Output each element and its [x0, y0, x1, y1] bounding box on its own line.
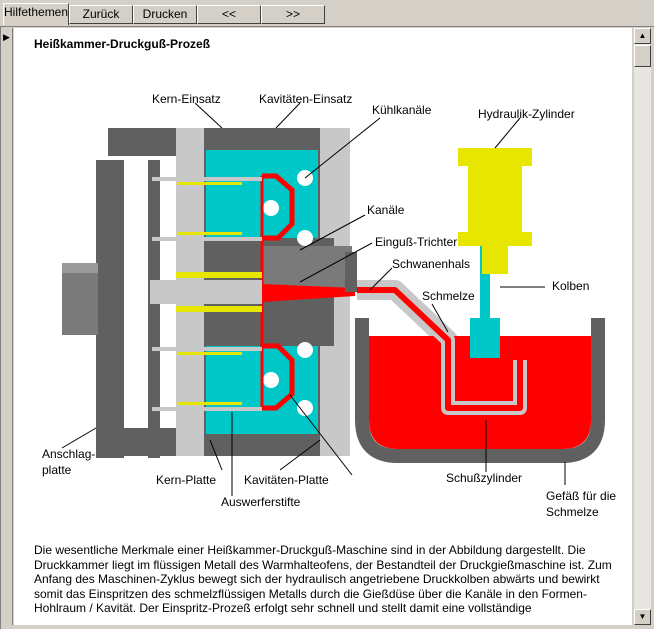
hydraulic-cylinder [458, 148, 532, 274]
molten-metal [369, 336, 591, 449]
stop-plate [96, 160, 124, 458]
vertical-scrollbar[interactable]: ▲ ▼ [634, 28, 651, 625]
label-anschlagplatte-2: platte [42, 463, 72, 477]
die-casting-diagram: Kern-Einsatz Kavitäten-Einsatz Kühlkanäl… [42, 92, 616, 519]
label-schmelze: Schmelze [422, 289, 475, 303]
plunger-head [470, 318, 500, 358]
page-title: Heißkammer-Druckguß-Prozeß [34, 37, 211, 51]
label-kavitaeten-platte: Kavitäten-Platte [244, 473, 329, 487]
print-label: Drucken [142, 7, 188, 21]
label-kern-einsatz: Kern-Einsatz [152, 92, 221, 106]
arrow-down-icon: ▼ [638, 612, 647, 621]
casting-cavity [262, 173, 295, 241]
previous-label: << [221, 7, 236, 21]
label-gefaess-2: Schmelze [546, 505, 599, 519]
scroll-down-button[interactable]: ▼ [634, 609, 651, 625]
window-frame [0, 26, 654, 629]
cylinder-rod [62, 263, 98, 335]
cooling-channel [263, 372, 279, 388]
cooling-channel [263, 200, 279, 216]
back-button[interactable]: Zurück [69, 5, 133, 24]
back-label: Zurück [82, 7, 120, 21]
label-auswerferstifte: Auswerferstifte [221, 495, 301, 509]
label-kanaele: Kanäle [367, 203, 405, 217]
description-paragraph: Die wesentliche Merkmale einer Heißkamme… [34, 543, 612, 615]
toolbar: Hilfethemen Zurück Drucken << >> [0, 0, 654, 26]
label-kern-platte: Kern-Platte [156, 473, 216, 487]
print-button[interactable]: Drucken [133, 5, 197, 24]
label-kuehlkanaele: Kühlkanäle [372, 103, 432, 117]
label-kolben: Kolben [552, 279, 589, 293]
previous-button[interactable]: << [197, 5, 261, 24]
help-content: Heißkammer-Druckguß-Prozeß [14, 28, 632, 625]
hilfethemen-label: Hilfethemen [4, 5, 69, 19]
label-anschlagplatte-1: Anschlag- [42, 447, 95, 461]
casting-cavity [262, 343, 295, 411]
cooling-channel [297, 230, 313, 246]
plunger-rod [480, 238, 490, 346]
next-button[interactable]: >> [261, 5, 325, 24]
tab-hilfethemen[interactable]: Hilfethemen [3, 3, 69, 25]
cooling-channel [297, 342, 313, 358]
label-schusszylinder: Schußzylinder [446, 471, 522, 485]
scroll-up-button[interactable]: ▲ [634, 28, 651, 44]
left-scroll-strip[interactable]: ▶ [2, 28, 13, 625]
arrow-up-icon: ▲ [638, 31, 647, 40]
next-label: >> [285, 7, 300, 21]
triangle-right-icon: ▶ [3, 32, 10, 42]
sprue-cone [262, 284, 355, 302]
cooling-channel [297, 400, 313, 416]
label-schwanenhals: Schwanenhals [392, 257, 470, 271]
label-gefaess-1: Gefäß für die [546, 489, 616, 503]
label-einguss-trichter: Einguß-Trichter [375, 235, 457, 249]
melt-container [355, 318, 605, 463]
label-hydraulik-zylinder: Hydraulik-Zylinder [478, 107, 575, 121]
scroll-thumb[interactable] [634, 45, 651, 67]
ejector-plate [148, 160, 160, 458]
ejector-pins [152, 177, 262, 411]
label-kavitaeten-einsatz: Kavitäten-Einsatz [259, 92, 352, 106]
